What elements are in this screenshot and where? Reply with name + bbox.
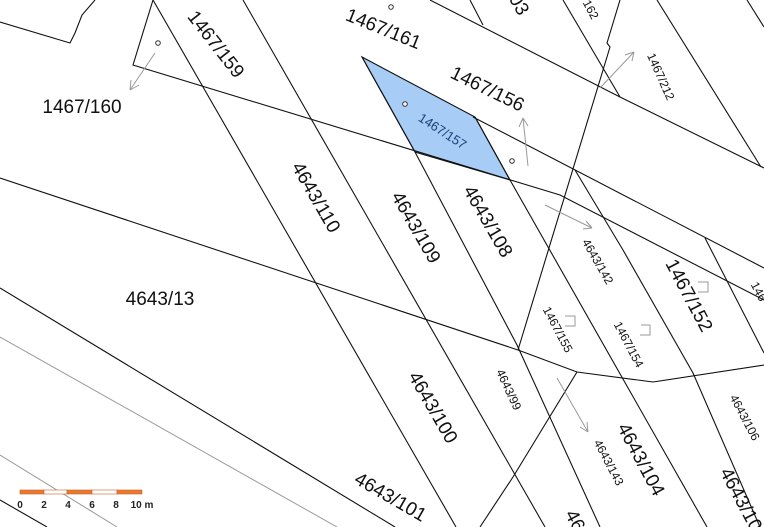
parcel-label[interactable]: 1467/159: [183, 7, 248, 82]
parcel-label-partial[interactable]: 03: [504, 0, 533, 19]
scale-segment: [43, 489, 68, 495]
point-marker: [155, 40, 161, 46]
parcel-label[interactable]: 4643/142: [579, 236, 616, 287]
point-marker: [509, 158, 515, 164]
parcel-label-partial[interactable]: 4643/10: [715, 465, 764, 527]
arrow-icon: [518, 117, 529, 167]
arrow-icon: [129, 52, 156, 91]
parcel-label[interactable]: 1467/160: [42, 97, 121, 118]
parcel-label[interactable]: 1467/154: [611, 319, 647, 370]
right-angle-mark: [565, 315, 576, 327]
scale-segment: [116, 489, 143, 495]
arrow-icon: [599, 51, 635, 89]
parcel-label[interactable]: 4643/104: [613, 420, 669, 500]
parcel-label[interactable]: 1467/161: [343, 5, 424, 54]
parcel-label[interactable]: 4643/13: [126, 289, 195, 310]
scale-tick-label: 2: [41, 500, 47, 511]
parcel-label[interactable]: 4643/101: [351, 469, 430, 527]
label-pointer-arrows: [129, 51, 709, 433]
parcel-label-partial[interactable]: 46: [560, 507, 588, 527]
scale-segment: [19, 489, 45, 495]
parcel-label[interactable]: 1467/155: [540, 304, 576, 355]
arrow-icon: [544, 204, 593, 230]
parcel-label[interactable]: 4643/110: [287, 159, 344, 237]
scale-bar: 0 2 4 6 8 10 m: [17, 489, 154, 511]
parcel-label[interactable]: 4643/100: [404, 368, 462, 447]
scale-segment: [91, 489, 118, 495]
arrow-icon: [556, 377, 589, 433]
scale-tick-label: 4: [65, 500, 71, 511]
right-angle-mark: [698, 281, 709, 293]
definition-points: [155, 4, 515, 164]
scale-tick-label: 8: [113, 500, 119, 511]
parcel-label[interactable]: 4643/108: [459, 182, 517, 261]
parcel-label[interactable]: 1467/212: [644, 51, 677, 103]
parcel-label-partial[interactable]: 162: [580, 0, 602, 22]
scale-tick-label: 0: [17, 500, 23, 511]
point-marker: [388, 4, 394, 10]
parcel-label[interactable]: 4643/109: [387, 188, 445, 267]
scale-tick-label: 6: [89, 500, 95, 511]
parcel-label[interactable]: 4643/106: [727, 392, 763, 443]
scale-segment: [66, 489, 93, 495]
parcel-label-partial[interactable]: 146: [748, 279, 764, 304]
scale-tick-label: 10 m: [131, 500, 154, 511]
parcel-label[interactable]: 4643/99: [493, 367, 524, 413]
parcel-label[interactable]: 1467/152: [661, 256, 717, 336]
point-marker: [402, 101, 408, 107]
right-angle-mark: [640, 324, 651, 336]
